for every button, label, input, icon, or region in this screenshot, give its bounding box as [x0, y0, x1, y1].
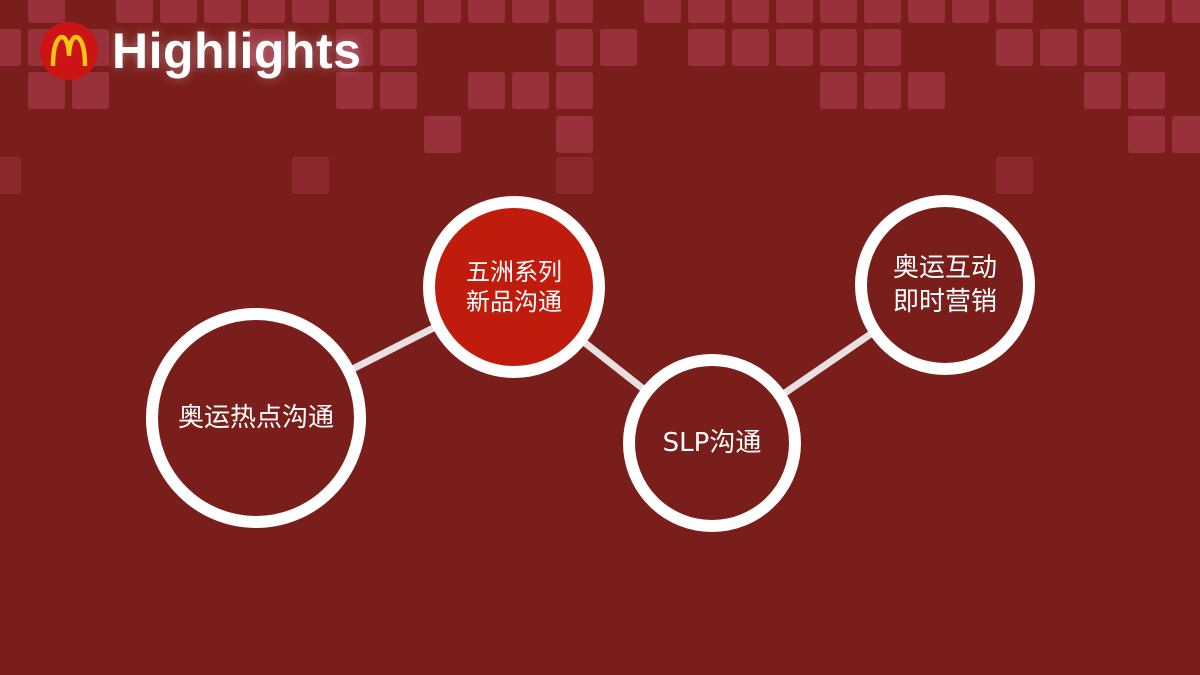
node-label: 五洲系列 新品沟通: [466, 258, 562, 316]
mcdonalds-logo-icon: [40, 22, 98, 80]
node-olympic-hot-topic[interactable]: 奥运热点沟通: [146, 308, 366, 528]
decorative-tile: [336, 72, 373, 109]
decorative-tile: [908, 0, 945, 23]
decorative-tile: [424, 116, 461, 153]
decorative-tile: [292, 0, 329, 23]
decorative-tile: [776, 29, 813, 66]
decorative-tile: [732, 29, 769, 66]
decorative-tile: [820, 72, 857, 109]
decorative-tile: [1128, 116, 1165, 153]
decorative-tile: [556, 29, 593, 66]
node-slp[interactable]: SLP沟通: [623, 354, 801, 532]
decorative-tile: [644, 0, 681, 23]
decorative-tile: [160, 0, 197, 23]
decorative-tile: [996, 29, 1033, 66]
decorative-tile: [776, 0, 813, 23]
decorative-tile: [1128, 0, 1165, 23]
decorative-tile: [688, 0, 725, 23]
decorative-tile: [336, 0, 373, 23]
decorative-tile: [820, 29, 857, 66]
decorative-tile: [1172, 116, 1200, 153]
decorative-tile: [864, 72, 901, 109]
slide-header: Highlights: [40, 22, 361, 80]
decorative-tile: [1084, 29, 1121, 66]
decorative-tile: [424, 0, 461, 23]
decorative-tile: [380, 0, 417, 23]
decorative-tile: [556, 116, 593, 153]
decorative-tile: [28, 0, 65, 23]
decorative-tile: [1040, 29, 1077, 66]
decorative-tile: [0, 157, 21, 194]
decorative-tile: [380, 72, 417, 109]
decorative-tile: [732, 0, 769, 23]
decorative-tile: [204, 0, 241, 23]
page-title: Highlights: [112, 23, 362, 79]
decorative-tile: [556, 0, 593, 23]
decorative-tile: [116, 0, 153, 23]
decorative-tile-pattern: [0, 0, 1200, 200]
decorative-tile: [1128, 72, 1165, 109]
decorative-tile: [1172, 0, 1200, 23]
decorative-tile: [512, 0, 549, 23]
decorative-tile: [820, 0, 857, 23]
decorative-tile: [248, 0, 285, 23]
node-label: 奥运互动 即时营销: [892, 253, 997, 317]
decorative-tile: [600, 29, 637, 66]
decorative-tile: [248, 29, 285, 66]
node-olympic-interactive[interactable]: 奥运互动 即时营销: [855, 195, 1035, 375]
decorative-tile: [996, 0, 1033, 23]
decorative-tile: [1084, 72, 1121, 109]
decorative-tile: [292, 157, 329, 194]
decorative-tile: [468, 72, 505, 109]
decorative-tile: [0, 29, 21, 66]
decorative-tile: [864, 29, 901, 66]
node-wuzhou-series[interactable]: 五洲系列 新品沟通: [423, 196, 605, 378]
decorative-tile: [952, 0, 989, 23]
node-label: SLP沟通: [662, 428, 762, 458]
decorative-tile: [380, 29, 417, 66]
decorative-tile: [996, 157, 1033, 194]
decorative-tile: [512, 72, 549, 109]
decorative-tile: [556, 157, 593, 194]
decorative-tile: [336, 29, 373, 66]
decorative-tile: [1084, 0, 1121, 23]
decorative-tile: [556, 72, 593, 109]
decorative-tile: [468, 0, 505, 23]
decorative-tile: [908, 72, 945, 109]
decorative-tile: [864, 0, 901, 23]
node-label: 奥运热点沟通: [177, 403, 334, 433]
decorative-tile: [688, 29, 725, 66]
